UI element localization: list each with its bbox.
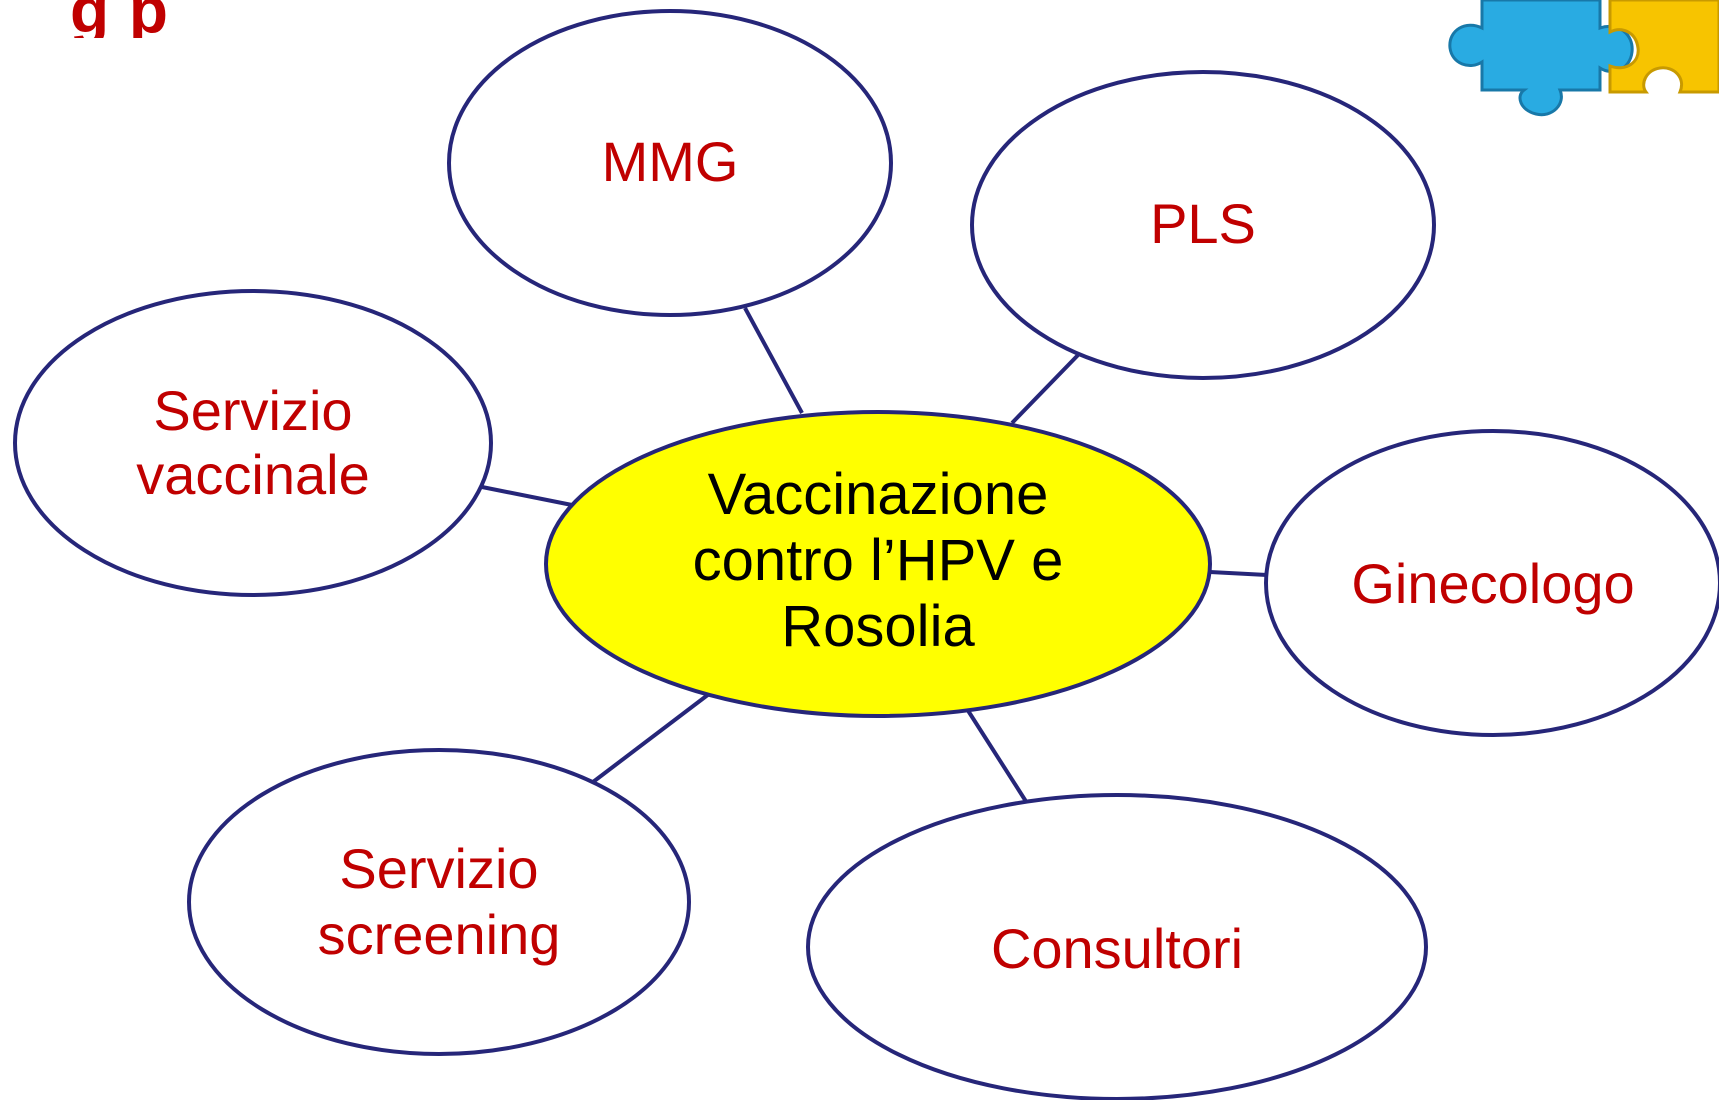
node-servizio-vaccinale-label-line1: Servizio: [153, 379, 352, 442]
node-ginecologo: Ginecologo: [1264, 429, 1719, 737]
connectors: [481, 307, 1268, 805]
connector-pls: [1010, 351, 1082, 425]
slide-title-fragment: g p: [70, 0, 169, 38]
node-servizio-screening-label-line1: Servizio: [339, 837, 538, 900]
node-pls-shape: [970, 70, 1436, 380]
node-pls: PLS: [970, 70, 1436, 380]
connector-servizio-vaccinale: [481, 485, 573, 507]
node-consultori-label: Consultori: [991, 917, 1243, 980]
node-consultori-shape: [806, 793, 1428, 1100]
node-servizio-vaccinale: Servizio vaccinale: [13, 289, 493, 597]
center-node-shape: [544, 410, 1212, 718]
node-ginecologo-shape: [1264, 429, 1719, 737]
node-servizio-vaccinale-shape: [13, 289, 493, 597]
node-ginecologo-label: Ginecologo: [1351, 552, 1634, 615]
node-servizio-screening-shape: [187, 748, 691, 1056]
node-servizio-screening-label-line2: screening: [318, 903, 561, 966]
connector-servizio-screening: [591, 692, 711, 784]
node-servizio-screening: Servizio screening: [187, 748, 691, 1056]
center-node-label-line1: Vaccinazione: [708, 462, 1049, 527]
center-node-label-line2: contro l’HPV e: [693, 528, 1064, 593]
connector-consultori: [965, 707, 1029, 805]
puzzle-pieces-icon: [1448, 0, 1719, 117]
connector-ginecologo: [1209, 570, 1268, 577]
center-node-label-line3: Rosolia: [781, 594, 975, 659]
node-mmg-label: MMG: [602, 130, 739, 193]
node-mmg: MMG: [447, 9, 893, 317]
center-node: Vaccinazione contro l’HPV e Rosolia: [544, 410, 1212, 718]
node-mmg-shape: [447, 9, 893, 317]
node-pls-label: PLS: [1150, 192, 1256, 255]
node-consultori: Consultori: [806, 793, 1428, 1100]
node-servizio-vaccinale-label-line2: vaccinale: [136, 443, 369, 506]
connector-mmg: [743, 307, 804, 414]
